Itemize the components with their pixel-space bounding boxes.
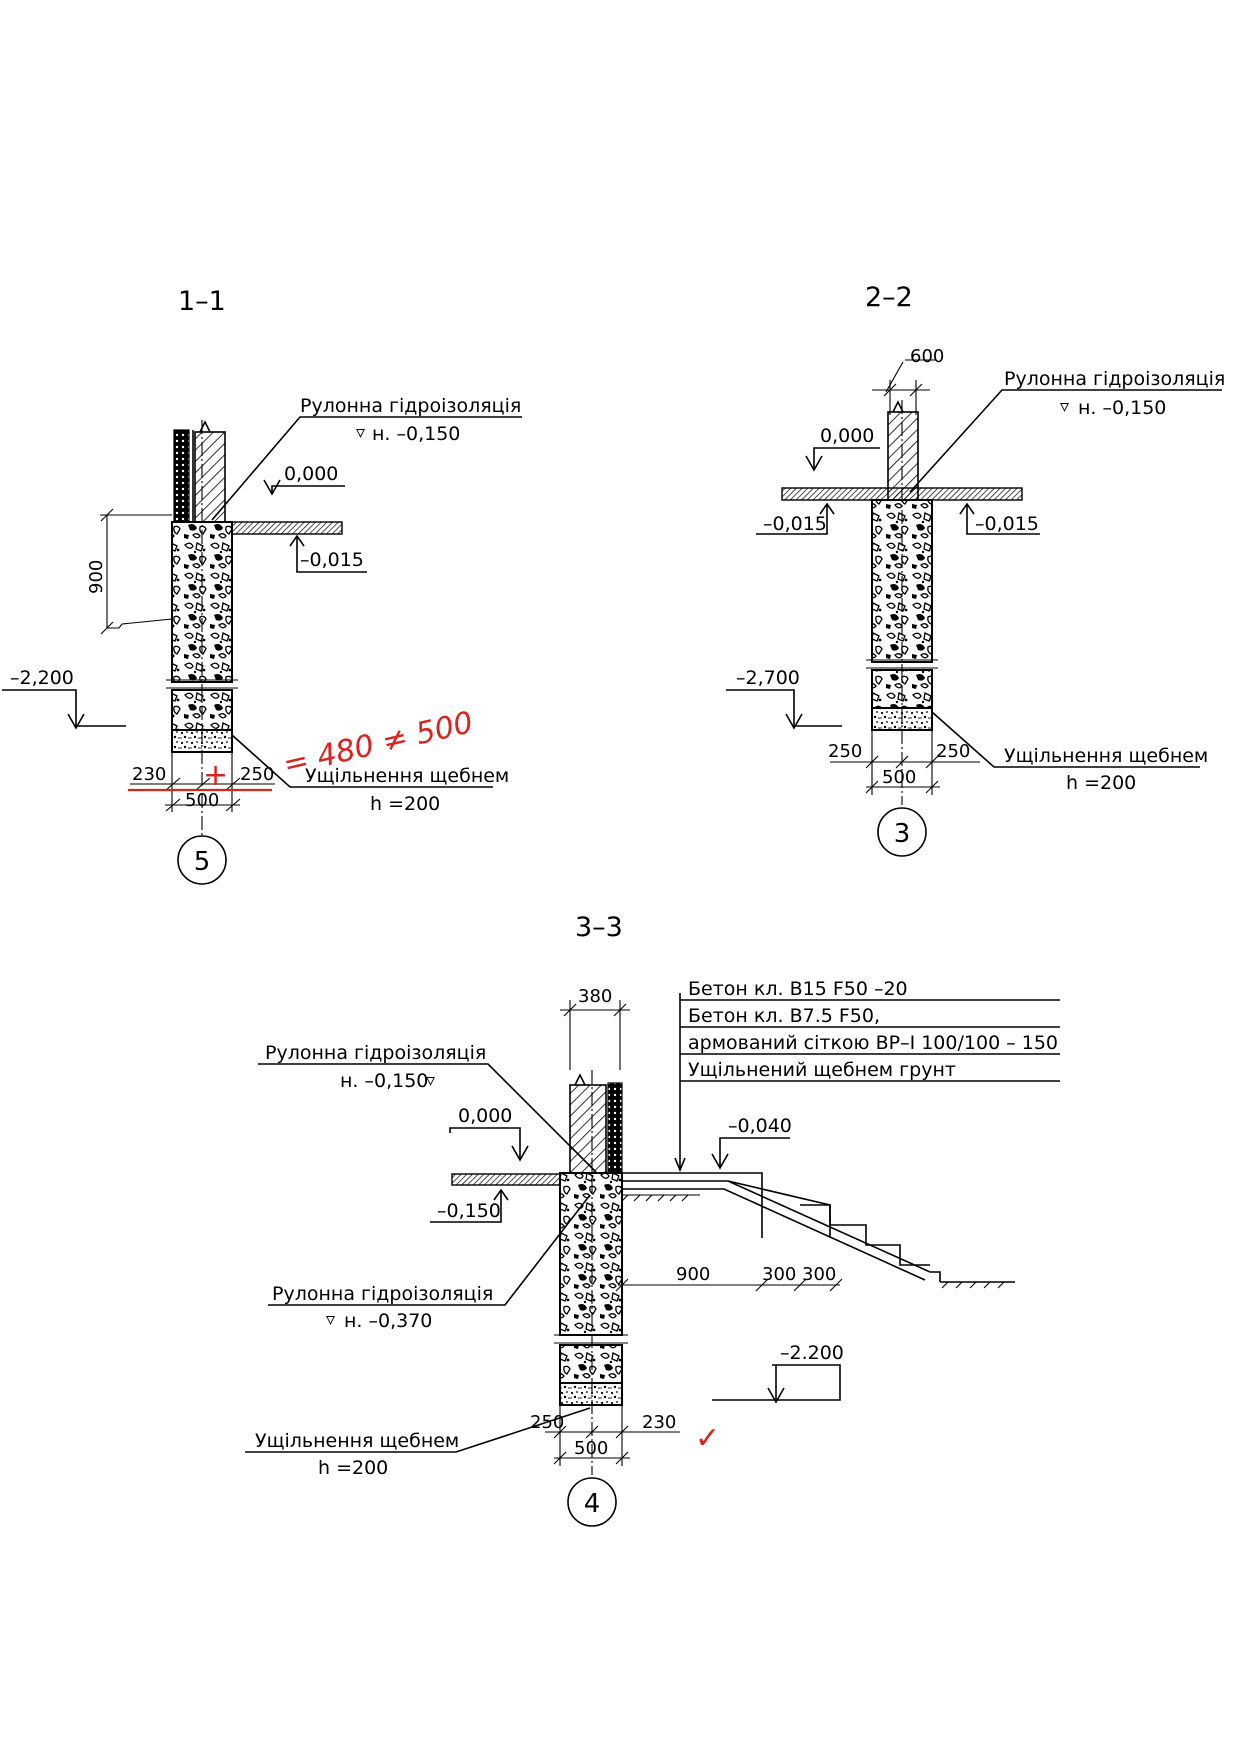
s33-wall-insulation [607, 1082, 623, 1174]
s22-wall [887, 411, 919, 501]
s33-dim-left: 250 [530, 1412, 564, 1433]
s11-dim-left: 230 [132, 764, 166, 785]
s11-waterproofing-label: Рулонна гідроізоляція [300, 395, 521, 417]
s33-axis: 4 [584, 1489, 601, 1519]
section-2-2: 2–2 600 Рулонна гідроізоляція ▿ н. –0,15… [726, 282, 1225, 857]
porch-with-steps [621, 1172, 1015, 1289]
s33-level-zero: 0,000 [458, 1105, 512, 1127]
s11-level-zero: 0,000 [284, 463, 338, 485]
s11-dim-right: 250 [240, 764, 274, 785]
s22-level-bottom: –2,700 [736, 667, 800, 689]
s11-level-bottom: –2,200 [10, 667, 74, 689]
s33-level-marker-low-icon: ▿ [326, 1309, 335, 1330]
s33-level-left: –0,150 [437, 1200, 501, 1222]
s33-compaction-label: Ущільнення щебнем [255, 1430, 459, 1452]
s22-level-left: –0,015 [763, 513, 827, 535]
s11-dim-width: 500 [185, 790, 219, 811]
section-3-3-title: 3–3 [575, 912, 623, 943]
s11-level-floor: –0,015 [300, 549, 364, 571]
s33-floor-slab [451, 1173, 571, 1186]
s11-axis-bubble [177, 835, 227, 885]
s33-dim-porch: 900 [676, 1264, 710, 1285]
s11-level-marker-icon: ▿ [356, 422, 365, 443]
s22-dim-width: 500 [882, 767, 916, 788]
s33-waterproofing-top-label: Рулонна гідроізоляція [265, 1042, 486, 1064]
s33-redline-check: ✓ [695, 1421, 720, 1456]
s33-dim-width: 500 [574, 1438, 608, 1459]
section-3-3: 3–3 380 [245, 912, 1060, 1527]
s33-level-porch: –0,040 [728, 1115, 792, 1137]
s33-layer-3: армований сіткою ВР–І 100/100 – 150 [688, 1032, 1058, 1054]
s22-compaction-label: Ущільнення щебнем [1004, 745, 1208, 767]
s33-waterproofing-low-level: н. –0,370 [344, 1310, 432, 1332]
s33-dim-step2: 300 [802, 1264, 836, 1285]
s33-foundation-upper [559, 1172, 623, 1336]
s22-waterproofing-label: Рулонна гідроізоляція [1004, 368, 1225, 390]
s11-dim-height: 900 [86, 560, 107, 594]
s33-dim-step1: 300 [762, 1264, 796, 1285]
s22-axis: 3 [894, 819, 911, 849]
s11-axis: 5 [194, 847, 211, 877]
s33-dim-top: 380 [578, 986, 612, 1007]
s11-compaction-h: h =200 [370, 793, 440, 815]
s22-level-zero: 0,000 [820, 425, 874, 447]
s11-redline-plus: + [203, 758, 228, 793]
s33-level-marker-top-icon: ▿ [426, 1070, 435, 1091]
section-1-1: 1–1 Рулонна гідроізоляція ▿ н. –0,150 0,… [2, 286, 522, 885]
s33-dim-right: 230 [642, 1412, 676, 1433]
s33-level-bottom: –2.200 [780, 1342, 844, 1364]
s11-waterproofing-level: н. –0,150 [372, 423, 460, 445]
s22-level-marker-icon: ▿ [1060, 396, 1069, 417]
s22-axis-bubble [877, 807, 927, 857]
s33-axis-bubble [567, 1477, 617, 1527]
s22-waterproofing-level: н. –0,150 [1078, 397, 1166, 419]
s22-dim-right: 250 [936, 741, 970, 762]
s22-dim-left: 250 [828, 741, 862, 762]
s33-foundation-lower [559, 1344, 623, 1384]
section-2-2-title: 2–2 [865, 282, 913, 313]
s22-dim-top: 600 [910, 346, 944, 367]
s33-layer-2: Бетон кл. В7.5 F50, [688, 1005, 880, 1027]
s33-waterproofing-top-level: н. –0,150 [340, 1070, 428, 1092]
section-1-1-title: 1–1 [178, 286, 226, 317]
s11-compaction-label: Ущільнення щебнем [305, 765, 509, 787]
wall-brick [194, 431, 226, 523]
s33-gravel-bed [559, 1382, 623, 1406]
s33-layer-1: Бетон кл. В15 F50 –20 [688, 978, 908, 1000]
s22-level-right: –0,015 [975, 513, 1039, 535]
s33-compaction-h: h =200 [318, 1457, 388, 1479]
floor-slab [229, 521, 343, 535]
s33-layer-4: Ущільнений щебнем грунт [688, 1059, 956, 1081]
s33-wall-brick [569, 1084, 607, 1174]
wall-insulation [173, 429, 190, 523]
s33-waterproofing-low-label: Рулонна гідроізоляція [272, 1283, 493, 1305]
s22-compaction-h: h =200 [1066, 772, 1136, 794]
